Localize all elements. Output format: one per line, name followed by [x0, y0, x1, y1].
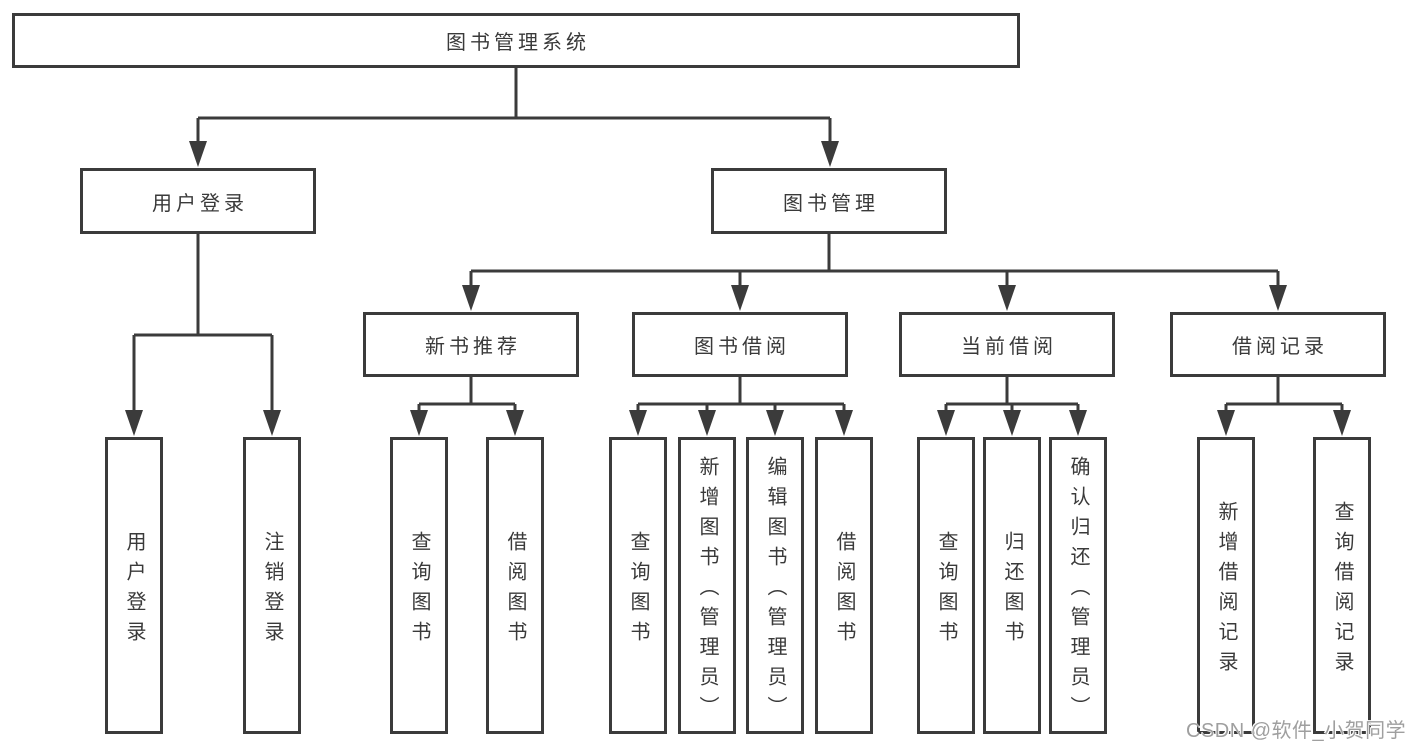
- leaf-cb-confirm-return-admin: 确认归还（管理员）: [1049, 437, 1107, 734]
- leaf-bb-add-book-admin: 新增图书（管理员）: [678, 437, 736, 734]
- leaf-cb-return-books: 归还图书: [983, 437, 1041, 734]
- node-book-borrowing: 图书借阅: [632, 312, 848, 377]
- node-label: 借阅图书: [833, 530, 855, 651]
- node-label: 新书推荐: [425, 336, 521, 358]
- node-label: 查询图书: [935, 530, 957, 651]
- node-label: 用户登录: [152, 192, 248, 215]
- node-user-login: 用户登录: [80, 168, 316, 234]
- node-label: 新增图书（管理员）: [696, 455, 718, 726]
- node-borrow-records: 借阅记录: [1170, 312, 1386, 377]
- node-label: 注销登录: [261, 530, 283, 651]
- node-new-book-recommend: 新书推荐: [363, 312, 579, 377]
- leaf-bb-borrow-books: 借阅图书: [815, 437, 873, 734]
- node-label: 新增借阅记录: [1215, 500, 1237, 681]
- node-label: 查询图书: [627, 530, 649, 651]
- csdn-watermark: CSDN @软件_小贺同学: [1186, 720, 1405, 742]
- node-label: 查询借阅记录: [1331, 500, 1353, 681]
- arrowheads: [125, 141, 1351, 436]
- leaf-nb-query-books: 查询图书: [390, 437, 448, 734]
- node-label: 当前借阅: [961, 336, 1057, 358]
- leaf-br-query-record: 查询借阅记录: [1313, 437, 1371, 734]
- node-label: 图书借阅: [694, 336, 790, 358]
- node-current-borrowing: 当前借阅: [899, 312, 1115, 377]
- leaf-br-add-record: 新增借阅记录: [1197, 437, 1255, 734]
- node-label: 图书管理: [783, 192, 879, 215]
- leaf-user-login: 用户登录: [105, 437, 163, 734]
- node-label: 借阅图书: [504, 530, 526, 651]
- node-label: 查询图书: [408, 530, 430, 651]
- node-book-management: 图书管理: [711, 168, 947, 234]
- leaf-bb-query-books: 查询图书: [609, 437, 667, 734]
- leaf-nb-borrow-books: 借阅图书: [486, 437, 544, 734]
- leaf-logout: 注销登录: [243, 437, 301, 734]
- node-label: 归还图书: [1001, 530, 1023, 651]
- node-label: 编辑图书（管理员）: [764, 455, 786, 726]
- node-label: 用户登录: [123, 530, 145, 651]
- node-label: 确认归还（管理员）: [1067, 455, 1089, 726]
- node-label: 图书管理系统: [446, 32, 590, 54]
- node-label: 借阅记录: [1232, 336, 1328, 358]
- leaf-cb-query-books: 查询图书: [917, 437, 975, 734]
- leaf-bb-edit-book-admin: 编辑图书（管理员）: [746, 437, 804, 734]
- node-book-management-system: 图书管理系统: [12, 13, 1020, 68]
